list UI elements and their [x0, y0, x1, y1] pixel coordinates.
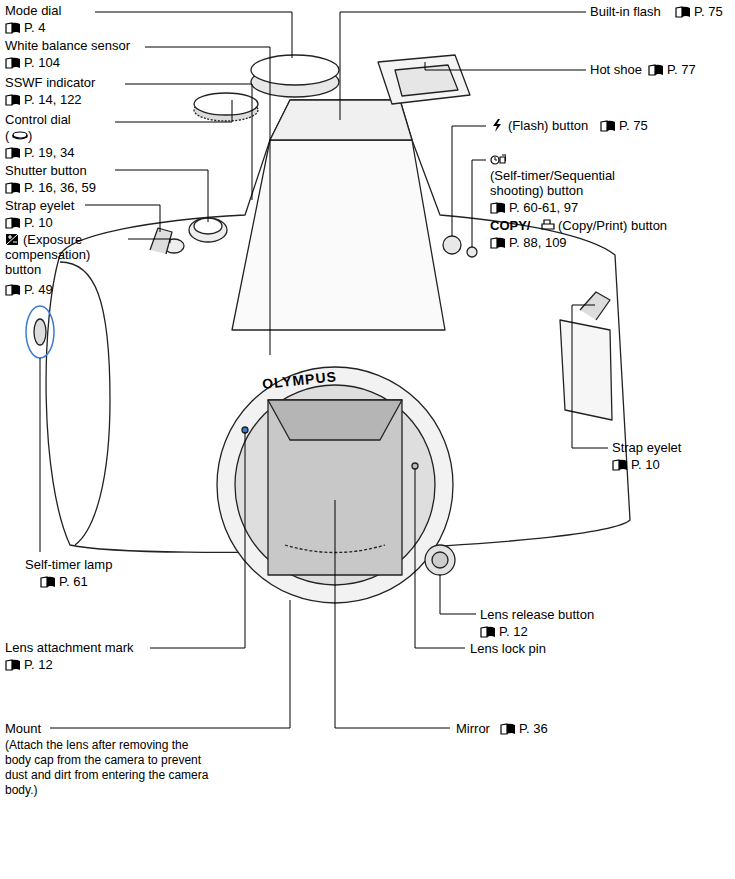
part-name: SSWF indicator: [5, 75, 95, 90]
ref-icon: [600, 119, 616, 132]
callout-label: ): [28, 128, 32, 143]
timer-icon: [490, 153, 506, 166]
page-reference: P. 88, 109: [490, 235, 567, 250]
ref-icon: [480, 625, 496, 638]
part-name: Built-in flash: [590, 4, 661, 19]
ref-icon: [500, 722, 516, 735]
page-reference: P. 60-61, 97: [490, 200, 578, 215]
callout-label: Strap eyelet: [5, 198, 74, 213]
part-name: ): [28, 128, 32, 143]
part-name: Control dial: [5, 112, 71, 127]
part-name: (Self-timer/Sequential shooting) button: [490, 152, 658, 198]
page-reference: P. 12: [480, 624, 528, 639]
part-name: Shutter button: [5, 163, 87, 178]
part-name: Lens release button: [480, 607, 594, 622]
part-name: (Attach the lens after removing the body…: [5, 738, 208, 797]
callout-label: Control dial: [5, 112, 71, 127]
page-reference: P. 77: [648, 62, 696, 77]
page-reference: P. 12: [5, 657, 53, 672]
part-name: Mirror: [456, 721, 490, 736]
exposure-icon: [5, 233, 21, 246]
part-name: Strap eyelet: [5, 198, 74, 213]
ref-icon: [5, 658, 21, 671]
page-reference: P. 19, 34: [5, 145, 74, 160]
callout-label: Lens lock pin: [470, 641, 546, 656]
callout-label: (Exposure compensation) button: [5, 232, 130, 277]
part-name: Self-timer lamp: [25, 557, 112, 572]
callout-label: COPY/: [490, 218, 530, 233]
callout-label: Mount: [5, 721, 41, 736]
callout-label: Shutter button: [5, 163, 87, 178]
page-reference: P. 75: [675, 4, 723, 19]
ref-icon: [5, 146, 21, 159]
callout-label: SSWF indicator: [5, 75, 95, 90]
callout-label: (Copy/Print) button: [540, 218, 667, 233]
part-name: (Copy/Print) button: [540, 218, 667, 233]
ref-icon: [675, 5, 691, 18]
flash-icon: [490, 119, 506, 132]
page-reference: P. 4: [5, 20, 45, 35]
ref-icon: [5, 181, 21, 194]
page-reference: P. 49: [5, 282, 53, 297]
callout-label: (: [5, 128, 9, 143]
ref-icon: [5, 283, 21, 296]
page-reference: P. 61: [40, 574, 88, 589]
page-reference: P. 104: [5, 55, 60, 70]
callout-label: (Attach the lens after removing the body…: [5, 738, 210, 798]
part-name: Strap eyelet: [612, 440, 681, 455]
callout-label: Mirror: [456, 721, 490, 736]
page-reference: P. 36: [500, 721, 548, 736]
part-name: Mount: [5, 721, 41, 736]
page-reference: P. 10: [612, 457, 660, 472]
ref-icon: [648, 63, 664, 76]
part-name: COPY/: [490, 218, 530, 233]
callout-label: Lens release button: [480, 607, 594, 622]
ref-icon: [490, 201, 506, 214]
callout-label: Built-in flash: [590, 4, 661, 19]
callout-label: (Flash) button: [490, 118, 588, 133]
ref-icon: [5, 216, 21, 229]
callout-label: Strap eyelet: [612, 440, 681, 455]
callout-label: (Self-timer/Sequential shooting) button: [490, 152, 658, 198]
part-name: Lens lock pin: [470, 641, 546, 656]
callout-label: Mode dial: [5, 3, 61, 18]
part-name: Lens attachment mark: [5, 640, 134, 655]
part-name: (Flash) button: [490, 118, 588, 133]
print-icon: [540, 219, 556, 232]
callout-label: White balance sensor: [5, 38, 130, 53]
page-reference: P. 16, 36, 59: [5, 180, 96, 195]
ref-icon: [490, 236, 506, 249]
part-name: (: [5, 128, 9, 143]
part-name: White balance sensor: [5, 38, 130, 53]
ref-icon: [5, 56, 21, 69]
part-name: Hot shoe: [590, 62, 642, 77]
ref-icon: [5, 93, 21, 106]
callout-label: Hot shoe: [590, 62, 642, 77]
callout-label: Lens attachment mark: [5, 640, 134, 655]
ref-icon: [5, 21, 21, 34]
ref-icon: [612, 458, 628, 471]
callout-label: Self-timer lamp: [25, 557, 112, 572]
part-name: Mode dial: [5, 3, 61, 18]
dial-icon: [12, 129, 28, 142]
page-reference: P. 75: [600, 118, 648, 133]
page-reference: P. 10: [5, 215, 53, 230]
ref-icon: [40, 575, 56, 588]
page-reference: P. 14, 122: [5, 92, 82, 107]
